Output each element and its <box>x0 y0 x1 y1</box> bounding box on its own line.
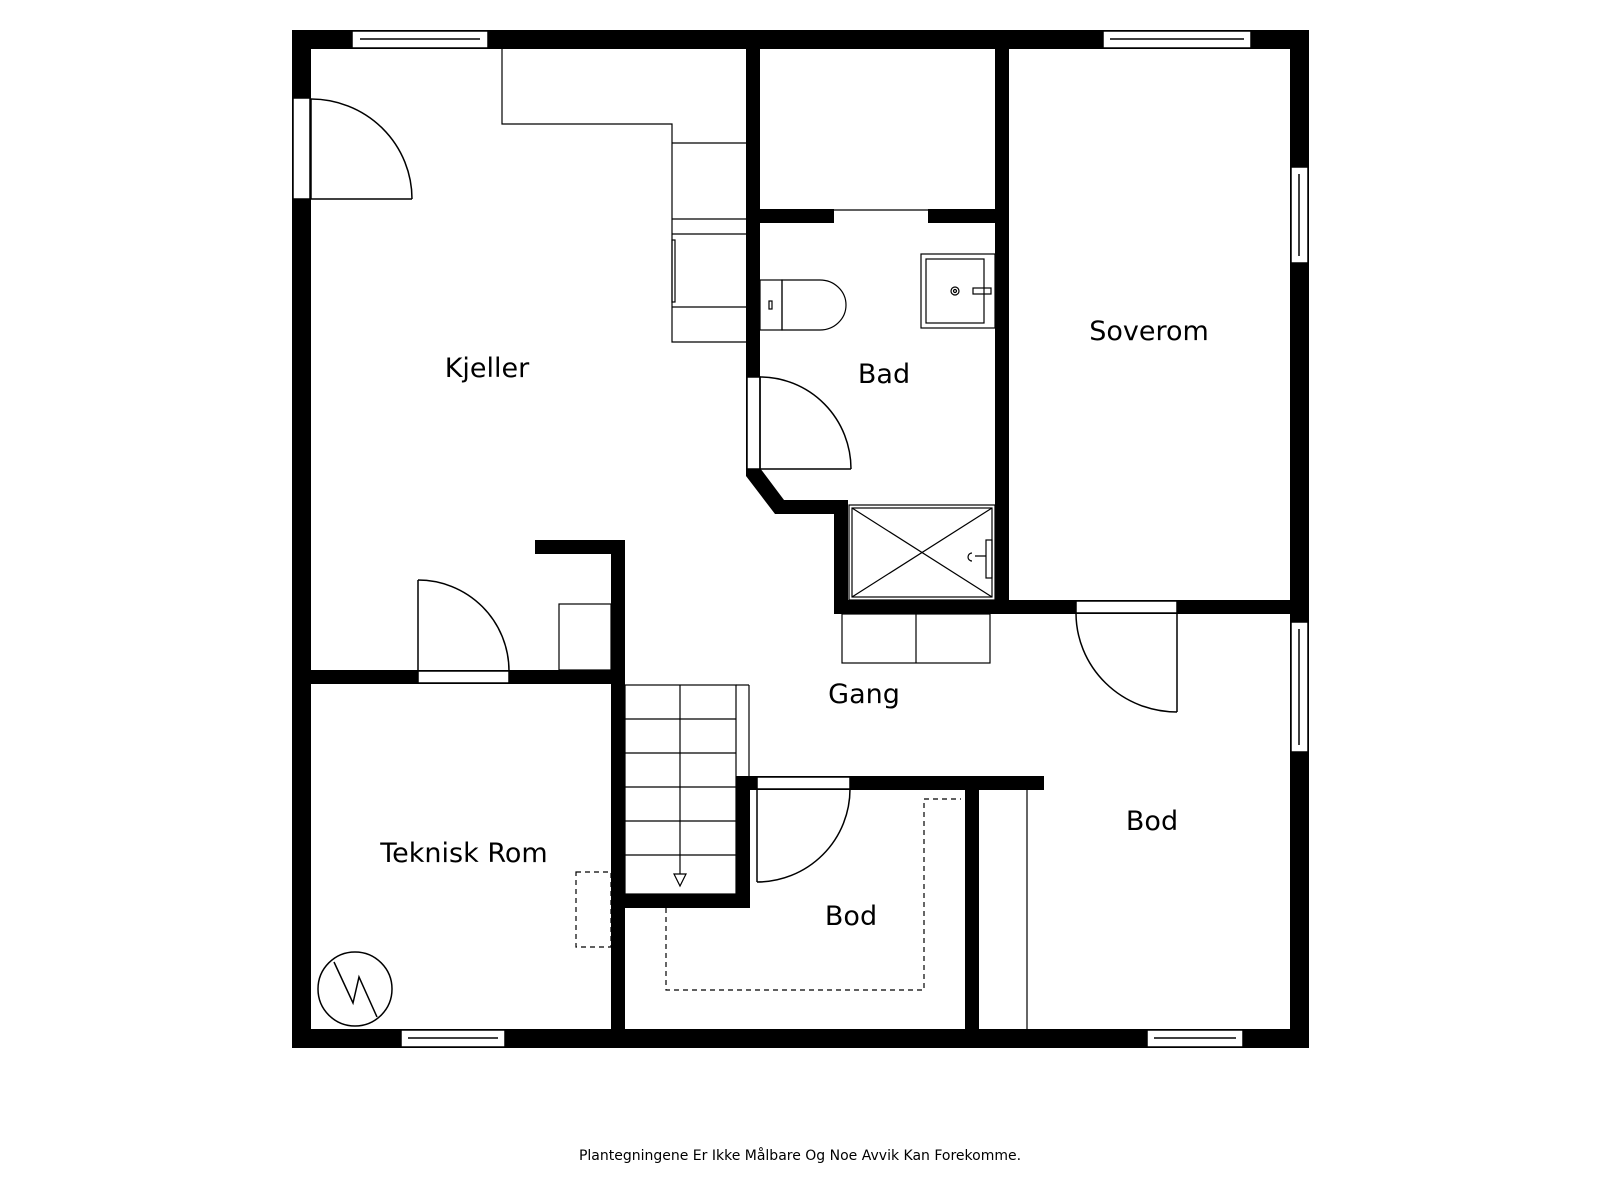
boiler-icon <box>317 951 393 1027</box>
staircase <box>624 684 750 895</box>
room-label-soverom: Soverom <box>1089 316 1209 347</box>
doors <box>292 97 1178 883</box>
room-label-bod-east: Bod <box>1126 806 1178 837</box>
dashed-areas <box>575 798 961 991</box>
interior-walls <box>302 40 1300 1043</box>
disclaimer-note: Plantegningene Er Ikke Målbare Og Noe Av… <box>578 1148 1022 1164</box>
room-label-bad: Bad <box>858 359 910 390</box>
fixtures <box>501 49 928 343</box>
shower <box>848 504 996 601</box>
kjeller-cabinet <box>558 603 612 671</box>
room-label-gang: Gang <box>828 679 900 710</box>
toilet <box>759 279 847 331</box>
sink <box>920 253 996 329</box>
windows <box>351 30 1309 1048</box>
exterior-walls <box>292 30 1309 1048</box>
room-label-kjeller: Kjeller <box>445 353 530 384</box>
gang-cabinets <box>841 613 991 664</box>
room-label-teknisk-rom: Teknisk Rom <box>379 838 547 869</box>
room-label-bod-center: Bod <box>825 901 877 932</box>
